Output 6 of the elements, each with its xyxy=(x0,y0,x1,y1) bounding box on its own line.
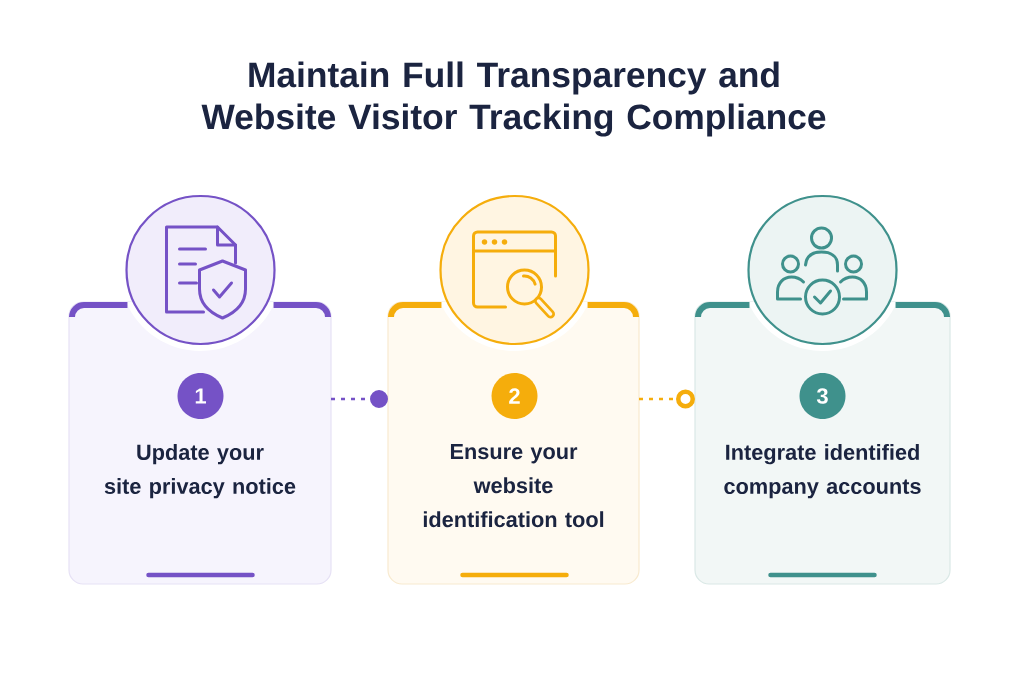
number-badge: 2 xyxy=(491,373,538,419)
dotted-connector xyxy=(331,390,388,408)
title: Maintain Full Transparency and Website Visitor Tracking Compliance xyxy=(201,61,826,137)
number-badge: 3 xyxy=(799,373,846,419)
dotted-connector xyxy=(639,389,695,409)
number-badge: 1 xyxy=(177,373,224,419)
